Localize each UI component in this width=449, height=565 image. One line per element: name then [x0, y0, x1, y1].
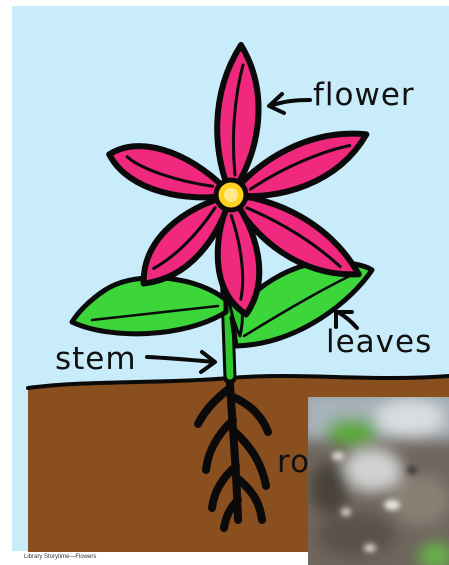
flower-center-highlight [224, 188, 238, 202]
label-stem: stem [55, 344, 137, 375]
label-leaves: leaves [326, 327, 432, 358]
label-roots: ro [277, 447, 310, 478]
label-flower: flower [313, 80, 415, 111]
caption: Library Storytime—Flowers [24, 554, 96, 560]
photo-overlay [300, 390, 449, 565]
